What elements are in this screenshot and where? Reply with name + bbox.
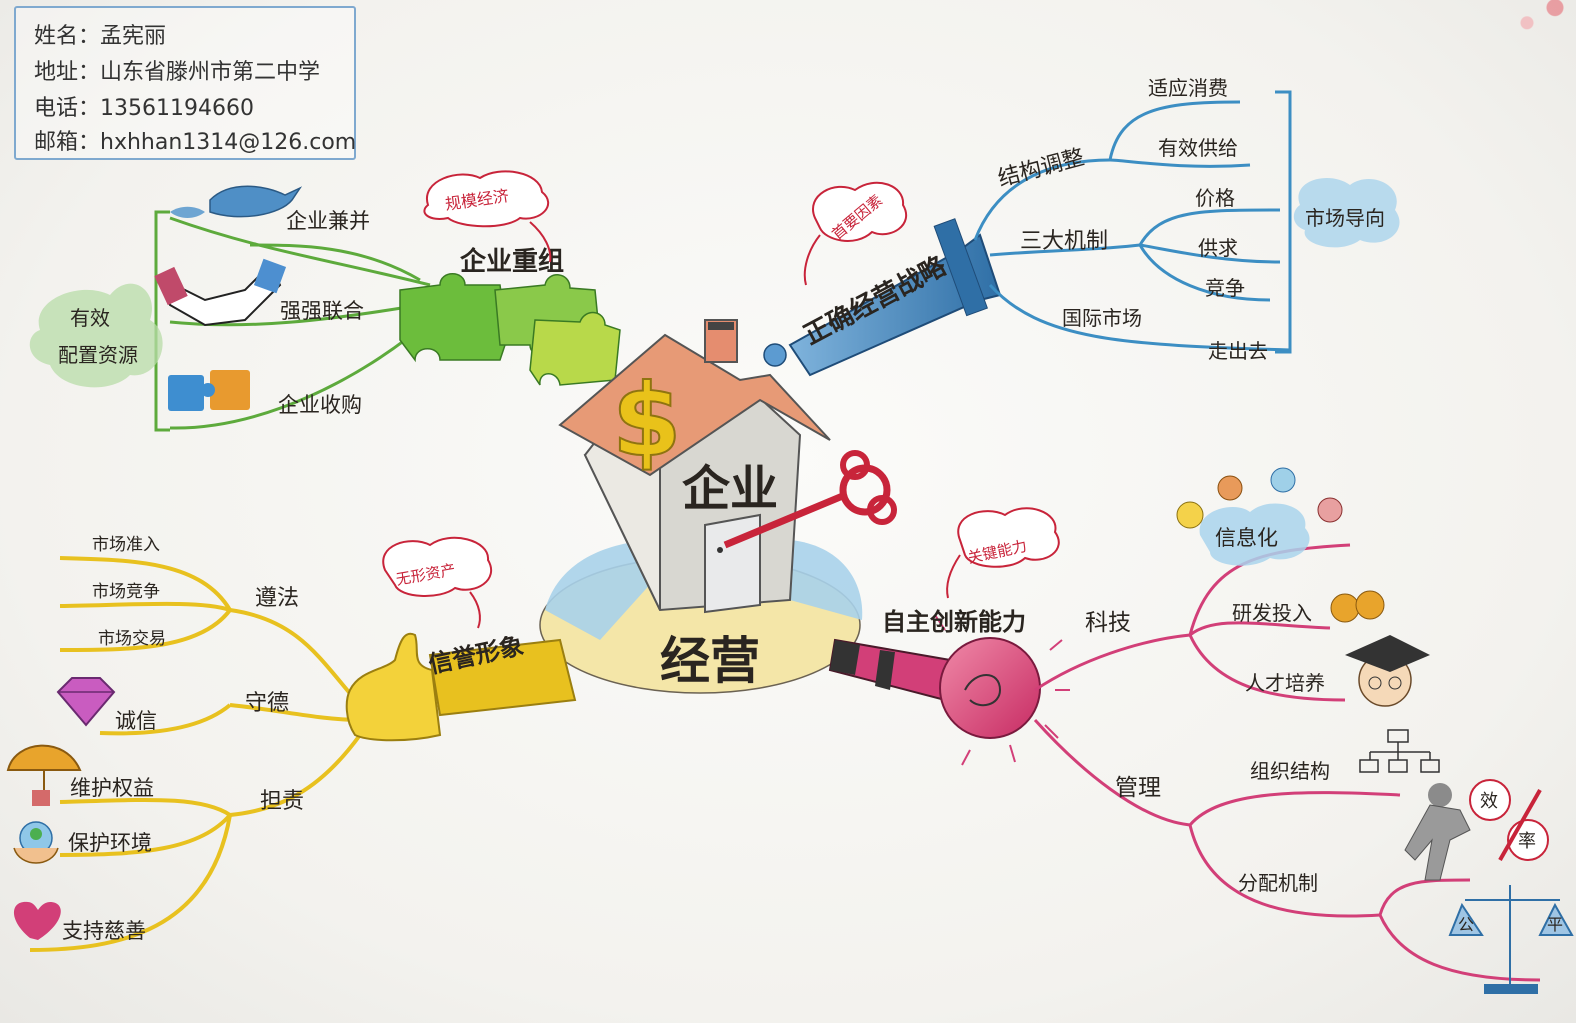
strategy-item-compete: 竞争 <box>1205 276 1245 300</box>
author-address: 地址：山东省滕州市第二中学 <box>34 60 321 85</box>
group-cloud <box>29 283 163 388</box>
reorg-item-merge: 企业兼并 <box>286 209 370 233</box>
strategy-sub-structure: 结构调整 <box>995 145 1086 192</box>
credit-duty: 担责 <box>260 789 304 814</box>
corner-decoration <box>1506 0 1576 38</box>
house-icon: $ <box>539 319 863 694</box>
graduate-icon <box>1345 635 1430 707</box>
efficiency-char-2: 率 <box>1518 831 1536 852</box>
dollar-sign: $ <box>612 362 682 479</box>
heart-icon <box>14 901 61 940</box>
strategy-item-price: 价格 <box>1195 186 1235 210</box>
reorg-item-alliance: 强强联合 <box>280 299 364 323</box>
reorg-group-label-2: 配置资源 <box>58 343 138 367</box>
innovate-cloud <box>946 507 1060 599</box>
author-info-card: 姓名：孟宪丽 地址：山东省滕州市第二中学 电话：13561194660 邮箱：h… <box>14 6 356 160</box>
strategy-cloud <box>803 181 907 286</box>
strategy-item-demand: 供求 <box>1198 236 1238 260</box>
thumbs-up-icon <box>345 632 577 742</box>
credit-duty-item-rights: 维护权益 <box>70 776 154 800</box>
strategy-sub-mechanism: 三大机制 <box>1020 229 1108 254</box>
scale-icon <box>1448 885 1574 994</box>
key-icon <box>723 450 897 549</box>
reorg-title: 企业重组 <box>460 246 564 277</box>
cloud-icon <box>1293 177 1400 248</box>
fairness-char-1: 公 <box>1458 915 1474 934</box>
credit-law-item-trade: 市场交易 <box>98 629 166 649</box>
puzzle-icon <box>399 273 621 386</box>
strategy-market-orient: 市场导向 <box>1305 206 1385 230</box>
shark-icon <box>170 185 303 218</box>
org-chart-icon <box>1359 729 1440 773</box>
strategy-item-consume: 适应消费 <box>1148 76 1228 100</box>
innovate-info: 信息化 <box>1215 526 1278 550</box>
innovate-manage-item-org: 组织结构 <box>1250 759 1330 783</box>
credit-cloud <box>382 536 492 629</box>
credit-ethic: 守德 <box>245 691 289 716</box>
author-name: 姓名：孟宪丽 <box>34 24 167 49</box>
reorg-cloud <box>423 170 552 263</box>
chess-piece-icon <box>763 218 1002 377</box>
reorg-item-acquire: 企业收购 <box>278 393 362 417</box>
fairness-char-2: 平 <box>1547 915 1563 934</box>
credit-duty-item-charity: 支持慈善 <box>62 919 146 943</box>
hands-tree-icon <box>13 821 59 864</box>
author-email: 邮箱：hxhhan1314@126.com <box>34 130 357 155</box>
puzzle-icon <box>168 370 250 411</box>
credit-lines <box>29 556 362 952</box>
bulb-icon <box>828 614 1070 766</box>
money-bag-icon <box>1330 590 1385 623</box>
credit-ethic-item-honesty: 诚信 <box>115 709 157 733</box>
diamond-icon <box>56 677 116 727</box>
strategy-sub-intl: 国际市场 <box>1062 306 1142 330</box>
base-label: 经营 <box>660 632 760 690</box>
innovate-title: 自主创新能力 <box>882 608 1026 636</box>
credit-law: 遵法 <box>255 586 299 611</box>
handshake-icon <box>154 258 287 327</box>
credit-law-item-compete: 市场竞争 <box>92 582 160 602</box>
strategy-item-go-out: 走出去 <box>1208 339 1268 363</box>
efficiency-char-1: 效 <box>1480 791 1498 812</box>
strategy-item-supply: 有效供给 <box>1158 136 1238 160</box>
innovate-manage-item-distribution: 分配机制 <box>1238 871 1318 895</box>
person-push-icon <box>1404 779 1549 881</box>
strategy-lines <box>973 90 1292 354</box>
author-phone: 电话：13561194660 <box>34 96 254 121</box>
reorg-group-label-1: 有效 <box>70 306 110 330</box>
house-label: 企业 <box>682 461 778 517</box>
innovate-tech-item-rnd: 研发投入 <box>1232 601 1312 625</box>
cloud-icon <box>1176 467 1343 566</box>
innovate-manage: 管理 <box>1115 775 1161 801</box>
innovate-tech: 科技 <box>1085 610 1131 636</box>
credit-law-item-entry: 市场准入 <box>92 535 160 555</box>
umbrella-icon <box>6 744 82 806</box>
credit-duty-item-environment: 保护环境 <box>68 831 152 855</box>
innovate-tech-item-talent: 人才培养 <box>1245 671 1325 695</box>
